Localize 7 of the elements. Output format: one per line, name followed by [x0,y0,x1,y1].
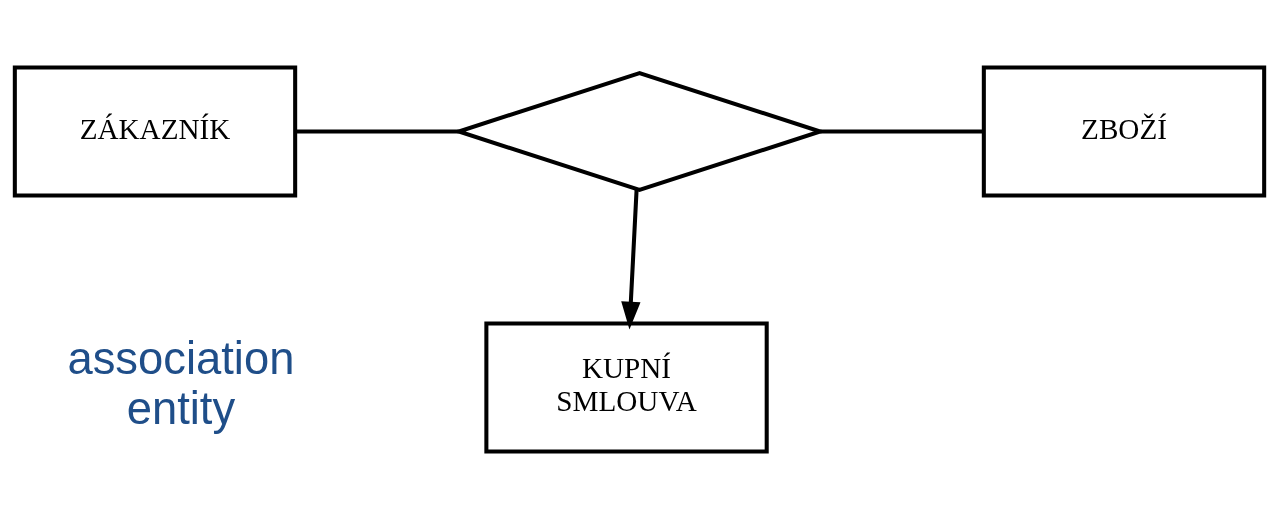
arrow [621,188,641,329]
connector [820,128,984,133]
node-box: ZBOŽÍ [981,64,1267,197]
node-box: ZÁKAZNÍK [12,64,298,197]
label: association entity [67,332,295,434]
connector [295,128,459,133]
node-box: KUPNÍ SMLOUVA [484,321,769,454]
